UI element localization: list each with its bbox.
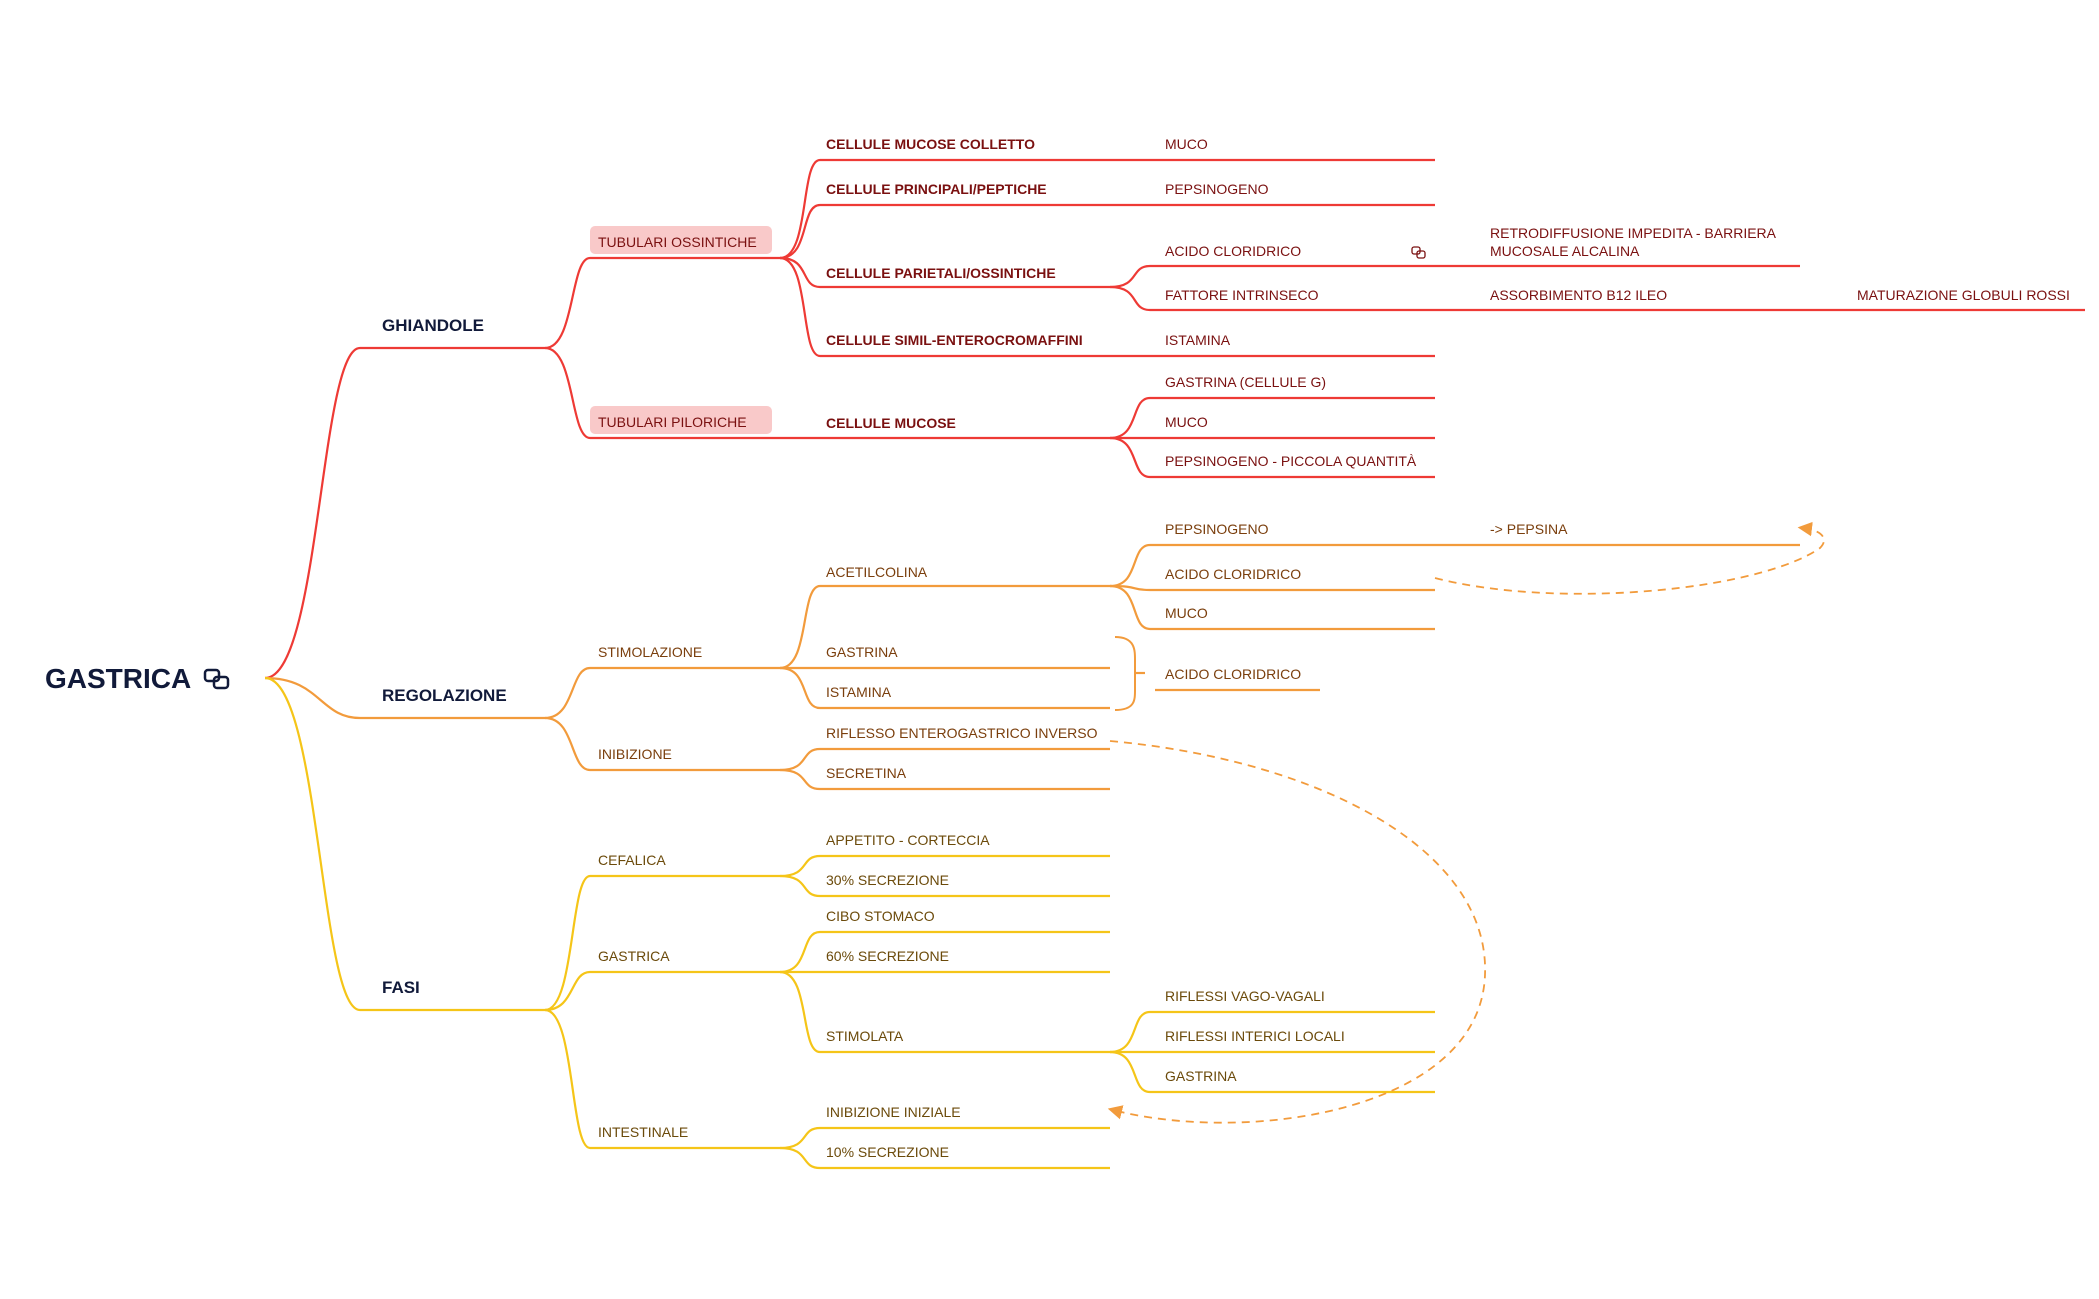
node-riflessi-vago-vagali[interactable]: RIFLESSI VAGO-VAGALI [1165, 988, 1325, 1004]
node-acido-cloridrico-parietali[interactable]: ACIDO CLORIDRICO [1165, 243, 1301, 259]
node-gastrina-cellule-g[interactable]: GASTRINA (CELLULE G) [1165, 374, 1326, 390]
branch-fasi[interactable]: FASI [382, 978, 420, 997]
node-cellule-mucose[interactable]: CELLULE MUCOSE [826, 415, 956, 431]
node-intestinale[interactable]: INTESTINALE [598, 1124, 688, 1140]
node-cellule-mucose-colletto[interactable]: CELLULE MUCOSE COLLETTO [826, 136, 1035, 152]
node-gastrina-stim[interactable]: GASTRINA [826, 644, 898, 660]
node-muco-piloriche[interactable]: MUCO [1165, 414, 1208, 430]
node-gastrina-fasi[interactable]: GASTRINA [1165, 1068, 1237, 1084]
highlight-tubulari-piloriche [590, 406, 772, 434]
node-inibizione[interactable]: INIBIZIONE [598, 746, 672, 762]
highlight-tubulari-ossintiche [590, 226, 772, 254]
root-topic[interactable]: GASTRICA [45, 663, 191, 694]
node-retrodiffusione-line1[interactable]: RETRODIFFUSIONE IMPEDITA - BARRIERA [1490, 225, 1777, 241]
relationship-hcl-pepsina [1434, 521, 1825, 595]
connector-root-regolazione [264, 676, 545, 720]
node-cefalica[interactable]: CEFALICA [598, 852, 666, 868]
node-cellule-parietali[interactable]: CELLULE PARIETALI/OSSINTICHE [826, 265, 1056, 281]
node-riflessi-interici[interactable]: RIFLESSI INTERICI LOCALI [1165, 1028, 1345, 1044]
node-10-secrezione[interactable]: 10% SECREZIONE [826, 1144, 949, 1160]
node-pepsinogeno-piccola[interactable]: PEPSINOGENO - PICCOLA QUANTITÀ [1165, 453, 1417, 469]
node-istamina-simil[interactable]: ISTAMINA [1165, 332, 1231, 348]
node-fattore-intrinseco[interactable]: FATTORE INTRINSECO [1165, 287, 1319, 303]
connector-root-fasi [264, 676, 545, 1012]
node-stimolazione[interactable]: STIMOLAZIONE [598, 644, 702, 660]
node-secretina[interactable]: SECRETINA [826, 765, 907, 781]
node-assorbimento-b12[interactable]: ASSORBIMENTO B12 ILEO [1490, 287, 1667, 303]
node-inibizione-iniziale[interactable]: INIBIZIONE INIZIALE [826, 1104, 961, 1120]
node-appetito-corteccia[interactable]: APPETITO - CORTECCIA [826, 832, 990, 848]
link-icon[interactable] [1411, 246, 1426, 259]
node-tubulari-piloriche[interactable]: TUBULARI PILORICHE [598, 414, 747, 430]
branch-ghiandole[interactable]: GHIANDOLE [382, 316, 484, 335]
node-maturazione-globuli[interactable]: MATURAZIONE GLOBULI ROSSI [1857, 287, 2070, 303]
node-pepsina[interactable]: -> PEPSINA [1490, 521, 1568, 537]
node-muco-colletto[interactable]: MUCO [1165, 136, 1208, 152]
node-pepsinogeno-ach[interactable]: PEPSINOGENO [1165, 521, 1269, 537]
node-retrodiffusione-line2[interactable]: MUCOSALE ALCALINA [1490, 243, 1640, 259]
relationship-riflesso-inibizione [1107, 740, 1486, 1124]
link-icon[interactable] [203, 668, 230, 690]
node-60-secrezione[interactable]: 60% SECREZIONE [826, 948, 949, 964]
node-stimolata[interactable]: STIMOLATA [826, 1028, 904, 1044]
node-istamina-stim[interactable]: ISTAMINA [826, 684, 892, 700]
node-cellule-simil[interactable]: CELLULE SIMIL-ENTEROCROMAFFINI [826, 332, 1083, 348]
node-riflesso-enterogastrico[interactable]: RIFLESSO ENTEROGASTRICO INVERSO [826, 725, 1098, 741]
node-cellule-principali[interactable]: CELLULE PRINCIPALI/PEPTICHE [826, 181, 1047, 197]
node-pepsinogeno-principali[interactable]: PEPSINOGENO [1165, 181, 1269, 197]
node-gastrica[interactable]: GASTRICA [598, 948, 670, 964]
branch-regolazione[interactable]: REGOLAZIONE [382, 686, 507, 705]
node-30-secrezione[interactable]: 30% SECREZIONE [826, 872, 949, 888]
node-cibo-stomaco[interactable]: CIBO STOMACO [826, 908, 935, 924]
connector-root-ghiandole [264, 346, 545, 680]
node-acetilcolina[interactable]: ACETILCOLINA [826, 564, 928, 580]
node-tubulari-ossintiche[interactable]: TUBULARI OSSINTICHE [598, 234, 757, 250]
node-muco-ach[interactable]: MUCO [1165, 605, 1208, 621]
node-acido-cloridrico-ach[interactable]: ACIDO CLORIDRICO [1165, 566, 1301, 582]
node-acido-cloridrico-summary[interactable]: ACIDO CLORIDRICO [1165, 666, 1301, 682]
